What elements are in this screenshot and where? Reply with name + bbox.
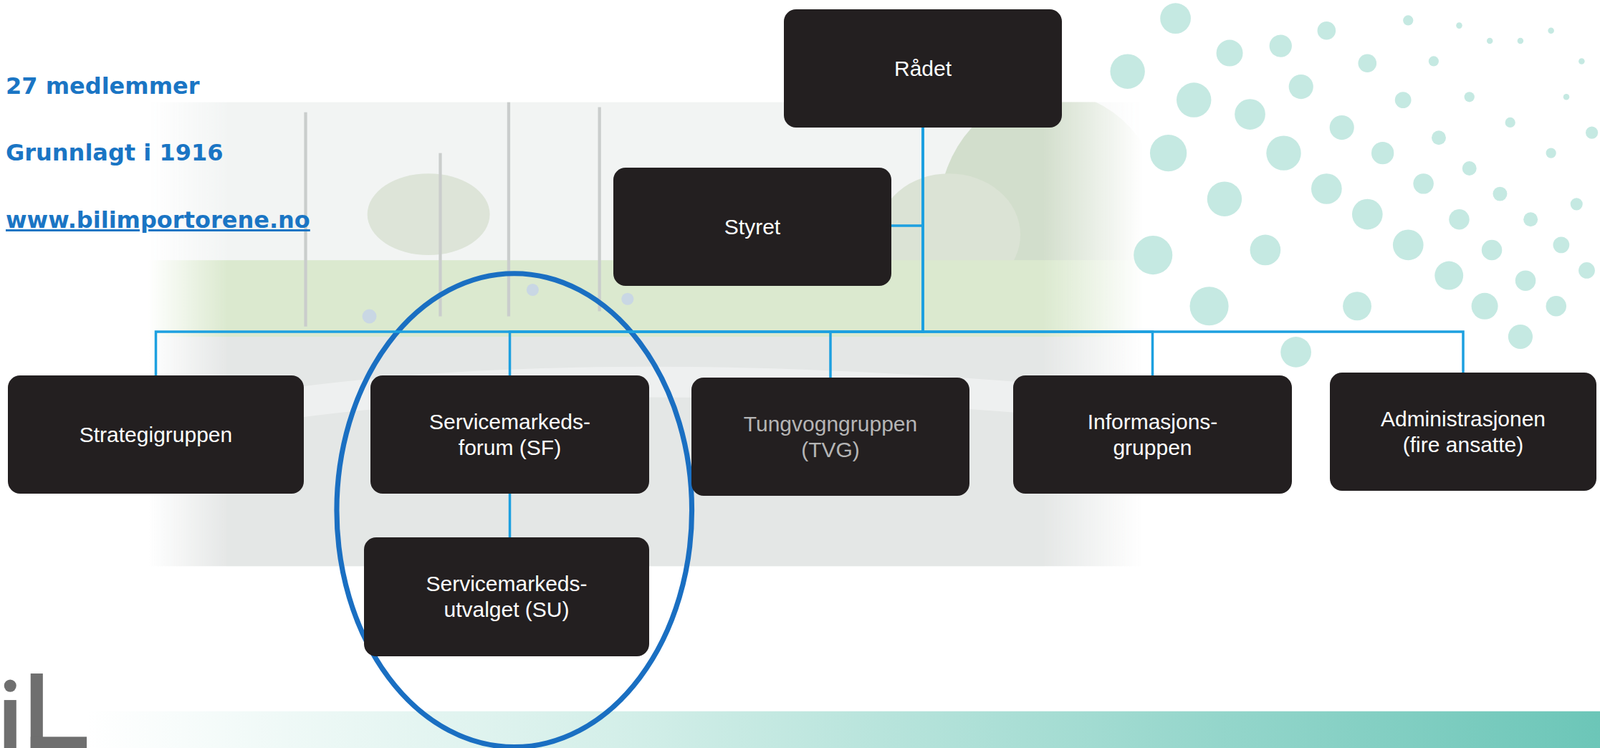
box-label: Administrasjonen (fire ansatte) <box>1362 406 1564 458</box>
info-text: 27 medlemmer <box>5 72 200 100</box>
org-connector <box>922 127 1153 376</box>
box-label: Styret <box>724 214 781 241</box>
org-box: Tungvogngruppen (TVG) <box>691 377 970 496</box>
box-label: Tungvogngruppen (TVG) <box>737 411 924 463</box>
logo-fragment <box>4 673 87 748</box>
org-box: Strategigruppen <box>7 375 304 494</box>
dot-pattern <box>1109 2 1598 367</box>
org-box: Rådet <box>783 9 1062 128</box>
box-label: Rådet <box>894 55 952 82</box>
org-connector <box>508 493 512 538</box>
org-box: Styret <box>613 167 892 286</box>
org-connector <box>510 127 924 376</box>
highlight-ellipse <box>336 273 693 748</box>
footer-band <box>86 711 1600 748</box>
box-label: Servicemarkeds- forum (SF) <box>417 409 604 461</box>
box-label: Strategigruppen <box>79 422 233 448</box>
org-connector <box>156 127 924 376</box>
org-box: Administrasjonen (fire ansatte) <box>1329 372 1597 491</box>
org-connector <box>891 127 923 226</box>
info-text: Grunnlagt i 1916 <box>5 139 223 167</box>
org-connector <box>922 127 1464 373</box>
org-box: Servicemarkeds- forum (SF) <box>370 375 650 494</box>
box-label: Informasjons- gruppen <box>1059 409 1247 461</box>
web-link: www.bilimportorene.no <box>5 206 311 234</box>
org-box: Informasjons- gruppen <box>1013 375 1292 494</box>
photo <box>147 91 1163 567</box>
org-box: Servicemarkeds- utvalget (SU) <box>363 537 650 657</box>
box-label: Servicemarkeds- utvalget (SU) <box>413 571 600 623</box>
